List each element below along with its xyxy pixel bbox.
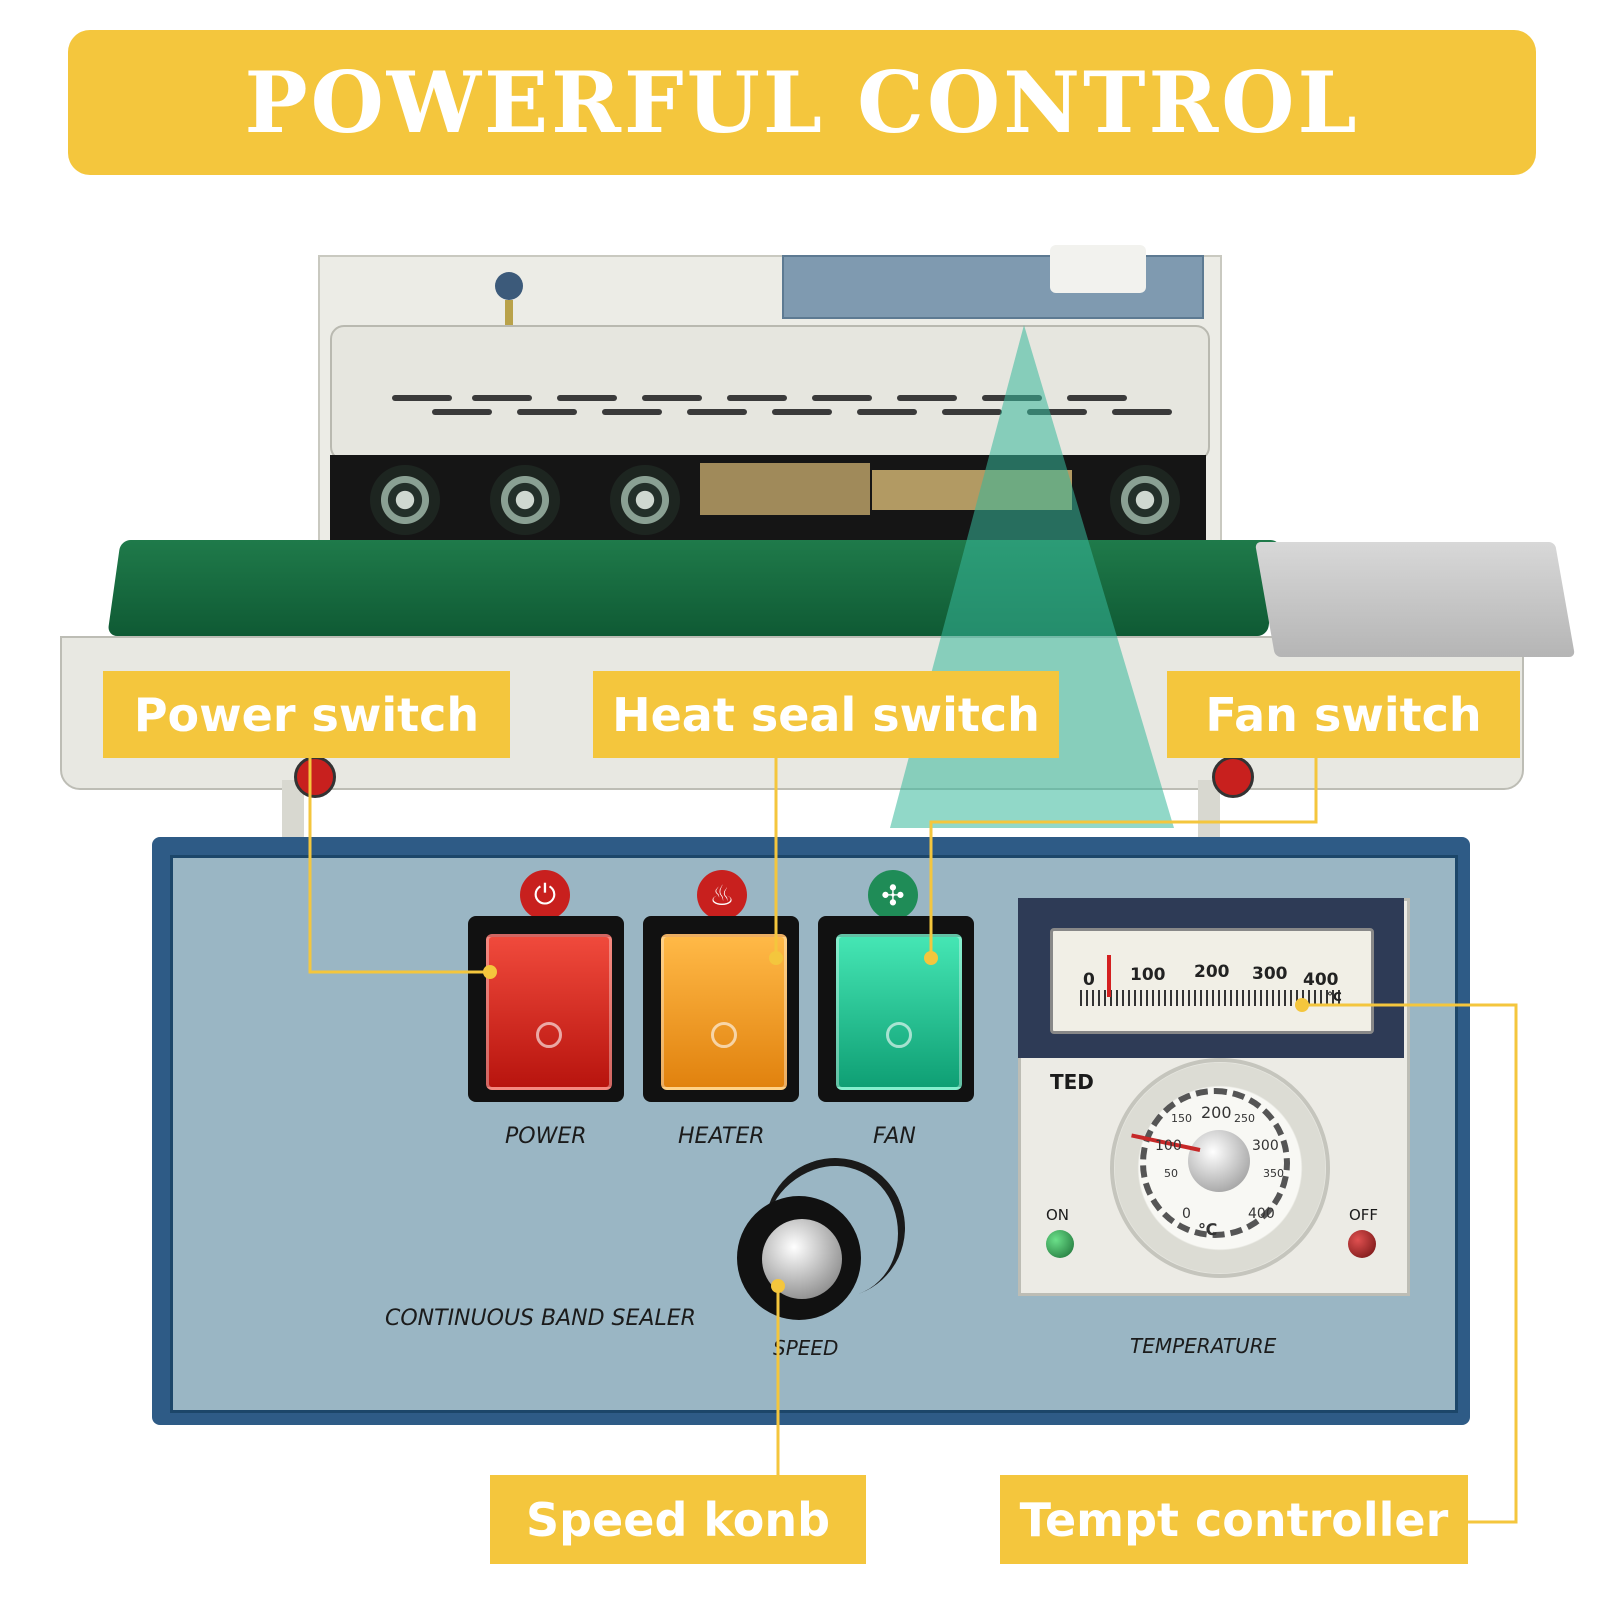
- meter-scale-0: 0: [1083, 970, 1095, 990]
- height-adjust-stem: [505, 300, 513, 340]
- meter-scale-400: 400: [1303, 970, 1339, 990]
- model-text: CONTINUOUS BAND SEALER: [385, 1306, 696, 1331]
- callout-power-switch: Power switch: [103, 671, 510, 758]
- callout-heat-seal-switch: Heat seal switch: [593, 671, 1059, 758]
- adjust-knob-right: [1212, 756, 1254, 798]
- meter-needle: [1107, 955, 1111, 997]
- dial-num-200: 200: [1201, 1103, 1232, 1122]
- meter-tick-marks: [1080, 990, 1340, 1006]
- machine-mini-temperature-dial: [1050, 245, 1146, 293]
- callout-tempt-controller: Tempt controller: [1000, 1475, 1468, 1564]
- speed-label: SPEED: [773, 1336, 839, 1360]
- stand-leg-left: [282, 780, 304, 840]
- outfeed-steel-plate: [1254, 542, 1576, 657]
- fan-switch[interactable]: [818, 916, 974, 1102]
- heating-plate: [872, 470, 1072, 510]
- callout-speed-knob: Speed konb: [490, 1475, 866, 1564]
- dial-num-250: 250: [1234, 1112, 1255, 1125]
- dial-num-400: 400: [1248, 1206, 1275, 1222]
- dial-num-150: 150: [1171, 1112, 1192, 1125]
- speed-knob-cap: [762, 1219, 842, 1299]
- power-switch[interactable]: [468, 916, 624, 1102]
- meter-unit: °C: [1327, 990, 1342, 1004]
- conveyor-belt: [107, 540, 1281, 636]
- adjust-knob-left: [294, 756, 336, 798]
- heater-switch-label: HEATER: [678, 1124, 765, 1149]
- on-label: ON: [1046, 1206, 1070, 1224]
- dial-num-100: 100: [1155, 1138, 1182, 1154]
- heater-icon: ♨: [697, 870, 747, 920]
- heater-switch[interactable]: [643, 916, 799, 1102]
- meter-scale-200: 200: [1194, 962, 1230, 982]
- dial-num-0: 0: [1182, 1206, 1191, 1222]
- dial-num-50: 50: [1164, 1167, 1178, 1180]
- controller-brand: TED: [1050, 1070, 1094, 1094]
- height-adjust-knob: [495, 272, 523, 300]
- page-title: POWERFUL CONTROL PANEL: [244, 53, 1360, 297]
- callout-fan-switch: Fan switch: [1167, 671, 1520, 758]
- machine-vented-cover: [330, 325, 1210, 461]
- power-switch-label: POWER: [505, 1124, 587, 1149]
- meter-scale-100: 100: [1130, 965, 1166, 985]
- power-icon: ⏻: [520, 870, 570, 920]
- on-indicator-lamp: [1046, 1230, 1074, 1258]
- heating-block: [700, 463, 870, 515]
- temperature-label: TEMPERATURE: [1130, 1334, 1277, 1358]
- title-banner: POWERFUL CONTROL PANEL: [68, 30, 1536, 297]
- fan-switch-label: FAN: [873, 1124, 916, 1149]
- off-label: OFF: [1349, 1206, 1379, 1224]
- off-indicator-lamp: [1348, 1230, 1376, 1258]
- meter-scale-300: 300: [1252, 964, 1288, 984]
- dial-num-300: 300: [1252, 1138, 1279, 1154]
- dial-scale-marks: [1140, 1088, 1290, 1238]
- fan-icon: ✣: [868, 870, 918, 920]
- dial-unit: ℃: [1198, 1220, 1218, 1239]
- dial-num-350: 350: [1263, 1167, 1284, 1180]
- dial-center-knob: [1188, 1130, 1250, 1192]
